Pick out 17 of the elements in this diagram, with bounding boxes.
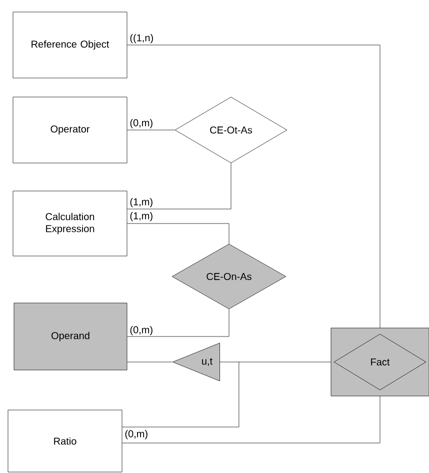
cardinality-label: ((1,n) [129,33,154,44]
cardinality-label: (1,m) [129,197,154,208]
connector-line [127,44,380,328]
connector-line [122,396,380,444]
entity-box: Calculation Expression [12,190,128,256]
connector-line [127,163,232,210]
connector-line [127,223,230,244]
entity-box: Ratio [8,410,122,472]
connector-line [122,362,240,428]
cardinality-label: (0,m) [124,430,149,440]
cardinality-label: (1,m) [129,211,154,222]
entity-box: Operator [12,96,128,164]
connector-line [127,309,230,337]
entity-box: Reference Object [12,12,128,78]
entity-box: Operand [14,302,128,370]
cardinality-label: (0,m) [129,118,154,129]
cardinality-label: (0,m) [129,325,154,336]
